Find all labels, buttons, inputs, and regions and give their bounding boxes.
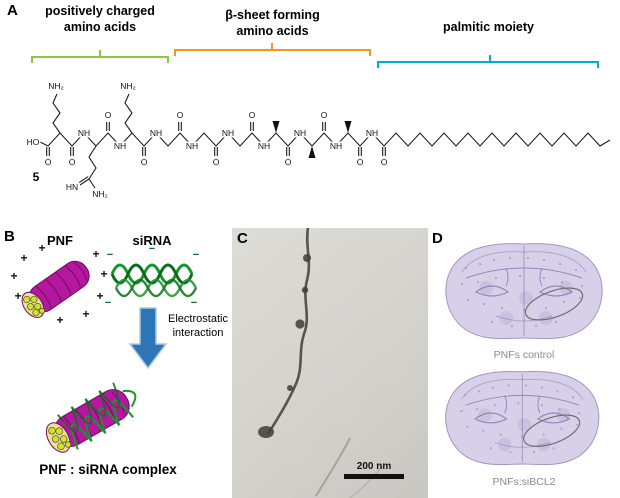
faint-fiber-2 [349,465,383,498]
o-label: O [177,110,184,120]
plus-charge-icon: + [96,289,103,303]
complex-rna-wrap-2 [57,382,121,433]
o-label: O [213,157,220,167]
bracket-palmitic [377,55,599,68]
lysine-2-side-chain [124,93,133,134]
arginine-side-chain [78,145,97,189]
complex-peptide-cores [48,426,72,451]
plus-charge-icon: + [10,269,17,283]
carbonyl-bonds-down [46,147,386,156]
group-label-beta-sheet: β-sheet forming amino acids [225,8,320,38]
minus-charge-icon: − [107,249,113,261]
complex-drawing [45,382,137,453]
down-arrow-icon [128,307,168,370]
plus-charge-icon: + [82,307,89,321]
nh-label: NH [114,141,126,151]
plus-charge-icon: + [38,241,45,255]
sirna-strand-4 [114,278,198,298]
caption-pnfs-sibcl2: PNFs:siBCL2 [492,476,556,488]
plus-charge-icon: + [56,313,63,327]
plus-charge-icon: + [92,247,99,261]
electrostatic-interaction-label: Electrostatic interaction [168,313,228,340]
pnf-label: PNF [47,233,73,248]
panel-b-label: B [4,228,15,245]
fiber-aggregates [258,254,311,438]
plus-charge-icon: + [100,267,107,281]
sirna-label: siRNA [132,233,172,248]
panel-b: B PNF siRNA Electrostatic interaction PN… [0,228,232,498]
o-label: O [105,110,112,120]
scale-bar [344,474,404,479]
pnf-peptide-cores [23,295,45,317]
bracket-positively-charged [31,50,169,63]
panel-d: D [428,228,620,498]
minus-charge-icon: − [149,243,155,255]
minus-charge-icon: − [105,297,111,309]
compound-number: 5 [33,170,40,184]
tem-micrograph [232,228,428,498]
nh-label: NH [258,141,270,151]
nh2-label: NH₂ [120,81,136,91]
caption-pnfs-control: PNFs control [493,349,555,361]
brain-sections-drawing [445,243,603,466]
nh2-label: NH₂ [92,189,108,199]
nh-label: NH [366,128,378,138]
o-label: O [357,157,364,167]
nh-label: NH [222,128,234,138]
sirna-helix-drawing: − − − − − [105,243,199,309]
o-label: O [381,157,388,167]
plus-charge-icon: + [14,289,21,303]
panel-c: C 200 nm [232,227,428,498]
nh-label: NH [150,128,162,138]
o-label: O [285,157,292,167]
nh-label: NH [330,141,342,151]
chemical-structure-drawing: HO O O O O O O O O O O O NH NH NH NH NH … [25,43,611,199]
o-label: O [249,110,256,120]
panel-d-label: D [432,230,443,247]
group-label-positively-charged: positively charged amino acids [45,4,155,34]
pnf-fiber-drawing [21,260,90,319]
backbone [39,93,611,189]
o-label: O [45,157,52,167]
brain-section-control [445,243,603,340]
panel-a-label: A [7,2,18,19]
ho-label: HO [27,137,40,147]
schematic-drawing: + + + + + + + + + + [10,241,199,453]
carbonyl-bonds-up [106,122,326,131]
o-label: O [321,110,328,120]
nh-label: NH [78,128,90,138]
alanine-wedges [272,121,352,158]
sirna-strand-1 [110,263,194,285]
o-label: O [69,157,76,167]
bracket-beta-sheet [174,43,371,56]
sirna-strand-3 [114,278,198,298]
nanofiber [266,227,311,435]
plus-charge-icon: + [20,251,27,265]
o-label: O [141,157,148,167]
scale-bar-label: 200 nm [357,461,392,472]
minus-charge-icon: − [193,249,199,261]
nh-label: NH [186,141,198,151]
lysine-1-side-chain [52,93,61,134]
nh2-label: NH₂ [48,81,64,91]
complex-rna-wrap-1 [70,399,134,450]
nh-label: NH [294,128,306,138]
faint-fiber [315,437,351,497]
complex-rna-loop [122,389,137,408]
pnf-texture [35,262,88,310]
brain-section-treated [445,370,600,466]
panel-a: A positively charged amino acids β-sheet… [0,0,620,222]
tem-fiber-drawing: 200 nm [258,227,404,498]
panel-c-label: C [237,230,248,247]
hn-label: HN [66,182,78,192]
group-label-palmitic: palmitic moiety [443,20,534,34]
minus-charge-icon: − [191,297,197,309]
complex-label: PNF : siRNA complex [39,462,177,477]
